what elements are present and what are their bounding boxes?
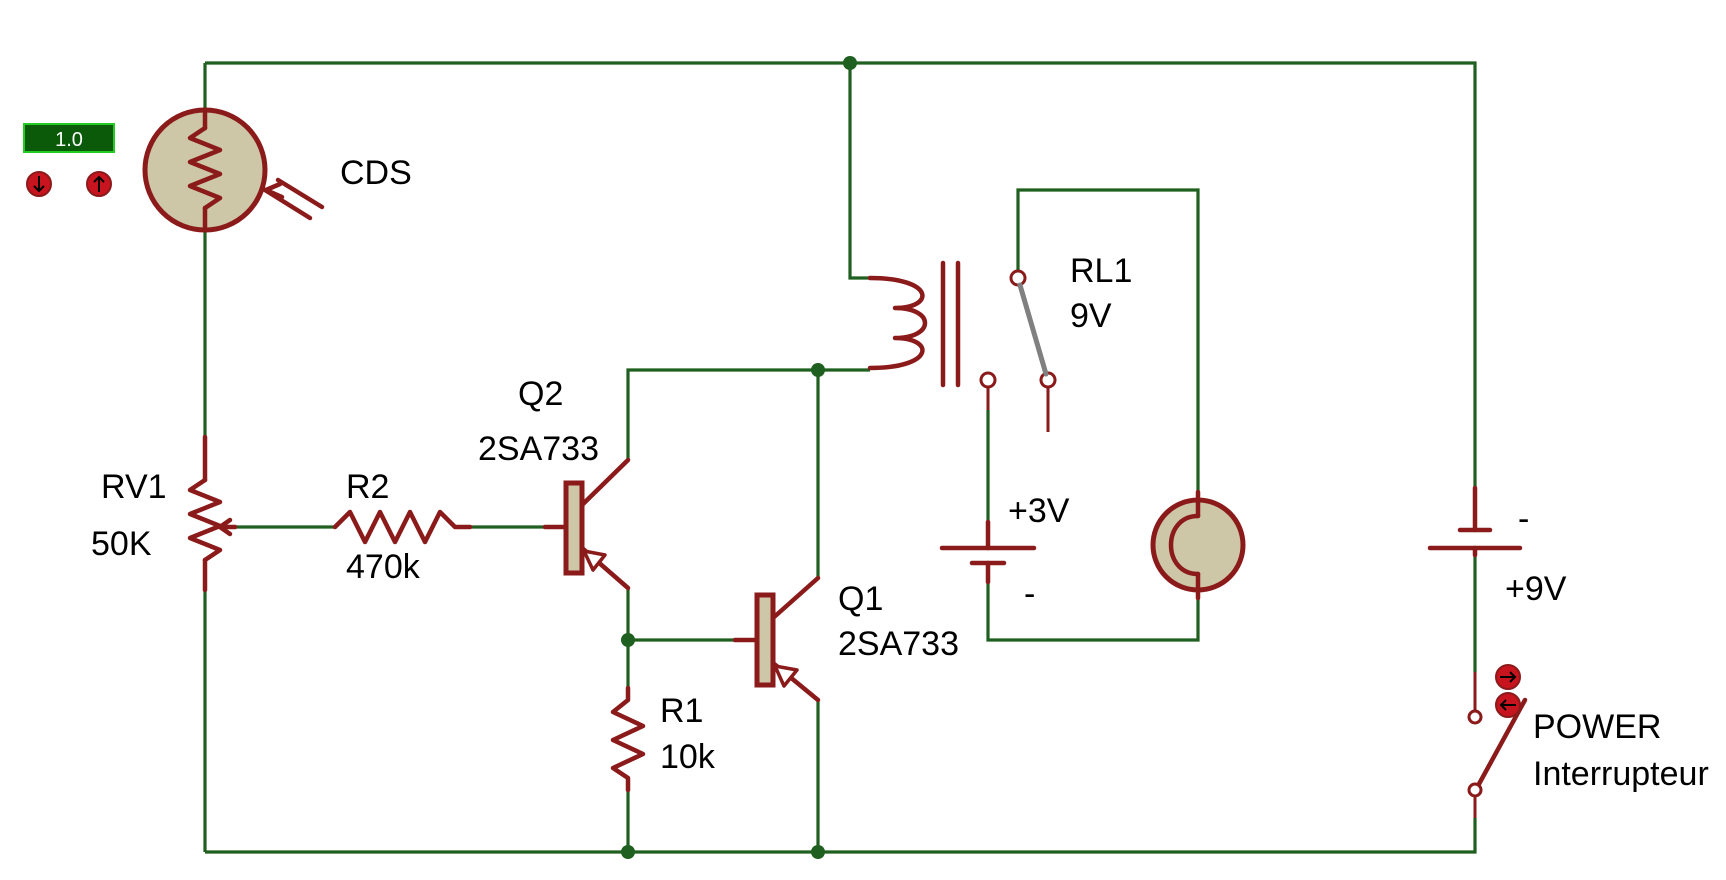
label-switch-ref: POWER	[1533, 708, 1661, 746]
label-q2-value: 2SA733	[478, 430, 599, 468]
battery-3v[interactable]	[939, 519, 1037, 585]
label-battery9-minus: -	[1518, 500, 1529, 538]
labels: CDS RV1 50K R2 470k Q2 2SA733 Q1 2SA733 …	[91, 154, 1709, 793]
arrow-down-icon[interactable]	[26, 171, 52, 197]
light-meter: 1.0	[23, 123, 115, 153]
label-r1-ref: R1	[660, 692, 703, 730]
arrow-left-icon[interactable]	[1495, 692, 1521, 718]
label-cds: CDS	[340, 154, 412, 192]
label-rv1-ref: RV1	[101, 468, 167, 506]
lamp[interactable]	[1150, 489, 1246, 601]
wire-bottom-rail	[205, 818, 1477, 854]
label-r2-ref: R2	[346, 468, 389, 506]
ldr-cds[interactable]	[142, 107, 325, 233]
junction-collector	[811, 363, 825, 377]
arrow-right-icon[interactable]	[1495, 664, 1521, 690]
label-rl1-value: 9V	[1070, 297, 1112, 335]
junction-top	[843, 56, 857, 70]
junction-bottom-q1	[811, 845, 825, 859]
wire-relay-common-to-lamp	[1016, 188, 1200, 492]
transistor-q1[interactable]	[732, 575, 821, 703]
junctions	[621, 56, 857, 859]
wire-relay-coil-top	[848, 63, 870, 280]
arrow-up-icon[interactable]	[86, 171, 112, 197]
wire-lamp-to-battery3	[986, 582, 1200, 642]
wire-relay-coil-bottom	[626, 368, 870, 460]
label-battery3-minus: -	[1024, 575, 1035, 613]
label-r1-value: 10k	[660, 738, 716, 776]
relay-rl1[interactable]	[867, 260, 1057, 432]
power-switch[interactable]	[1467, 672, 1528, 818]
label-r2-value: 470k	[346, 548, 421, 586]
potentiometer-rv1[interactable]	[187, 434, 238, 593]
resistor-r2[interactable]	[332, 509, 473, 545]
label-battery9-plus: +9V	[1505, 570, 1567, 608]
junction-bottom-r1	[621, 845, 635, 859]
meter-value: 1.0	[55, 129, 83, 151]
battery-9v[interactable]	[1427, 485, 1523, 558]
label-battery3-plus: +3V	[1008, 492, 1070, 530]
label-q2-ref: Q2	[518, 375, 563, 413]
label-rl1-ref: RL1	[1070, 252, 1132, 290]
resistor-r1[interactable]	[610, 685, 646, 793]
label-rv1-value: 50K	[91, 525, 152, 563]
wire-top-rail	[205, 61, 1477, 488]
label-q1-ref: Q1	[838, 580, 883, 618]
transistor-q2[interactable]	[542, 457, 631, 591]
label-switch-value: Interrupteur	[1533, 755, 1709, 793]
label-q1-value: 2SA733	[838, 625, 959, 663]
junction-emitter-node	[621, 633, 635, 647]
